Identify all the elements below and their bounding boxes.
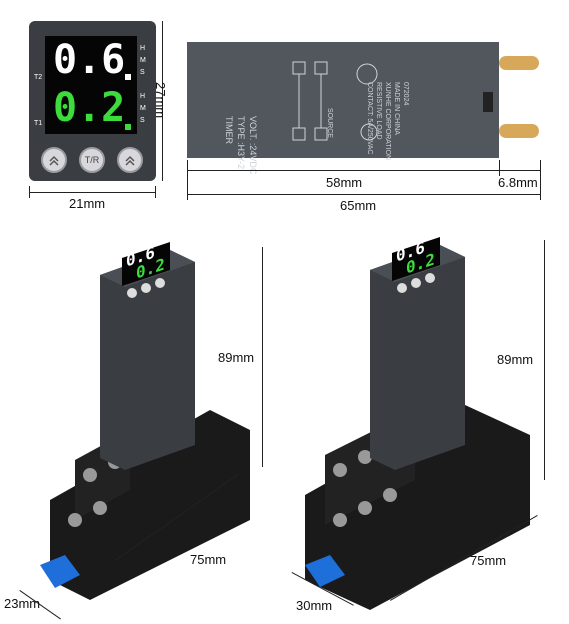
right-blue-clip bbox=[305, 555, 345, 587]
tr-button-label: T/R bbox=[84, 155, 100, 165]
front-width-tick-right bbox=[155, 186, 156, 198]
side-tick-b bbox=[499, 160, 500, 176]
right-screw-4 bbox=[333, 513, 347, 527]
front-height-label: 27mm bbox=[153, 82, 168, 119]
body-length-label: 58mm bbox=[326, 175, 363, 190]
left-btn-1 bbox=[127, 288, 137, 298]
timer-front-panel: 0.6 0.2 T2 T1 H M S H M S T/R bbox=[29, 21, 156, 181]
left-btn-3 bbox=[155, 278, 165, 288]
bottom-display-value: 0.2 bbox=[53, 85, 126, 131]
right-screw-5 bbox=[358, 501, 372, 515]
ce-mark-icon bbox=[356, 63, 378, 85]
right-width-label: 30mm bbox=[296, 598, 333, 613]
t2-label: T2 bbox=[34, 74, 43, 81]
left-length-label: 75mm bbox=[190, 552, 227, 567]
unit-s-top: S bbox=[140, 69, 145, 76]
right-length-label: 75mm bbox=[470, 553, 507, 568]
left-btn-2 bbox=[141, 283, 151, 293]
right-screw-1 bbox=[333, 463, 347, 477]
right-screw-2 bbox=[358, 450, 372, 464]
left-screw-3 bbox=[68, 513, 82, 527]
left-socket-base bbox=[50, 410, 250, 600]
pin-bottom bbox=[499, 124, 539, 138]
side-text-volt: VOLT. :24VDC bbox=[248, 116, 258, 175]
side-tick-a bbox=[187, 160, 188, 200]
certification-icon bbox=[360, 123, 378, 141]
unit-h-bottom: H bbox=[140, 93, 146, 100]
right-screw-6 bbox=[383, 488, 397, 502]
t1-label: T1 bbox=[34, 120, 43, 127]
total-length-label: 65mm bbox=[340, 198, 377, 213]
double-chevron-up-icon bbox=[49, 155, 59, 166]
right-btn-2 bbox=[411, 278, 421, 288]
left-screw-4 bbox=[93, 501, 107, 515]
right-timer-body bbox=[370, 245, 465, 470]
side-text-timer: TIMER bbox=[224, 116, 234, 144]
double-chevron-up-icon bbox=[125, 155, 135, 166]
left-timer-screen bbox=[122, 242, 170, 286]
side-tick-c bbox=[540, 160, 541, 200]
top-indicator-dot bbox=[125, 74, 131, 80]
side-text-spec1: CONTACT: 5A/250VAC bbox=[366, 82, 373, 155]
front-width-line bbox=[29, 192, 156, 193]
unit-s-bottom: S bbox=[140, 117, 145, 124]
bottom-indicator-dot bbox=[125, 124, 131, 130]
right-btn-3 bbox=[425, 273, 435, 283]
side-text-spec5: 072024 bbox=[402, 82, 409, 106]
up-button-right[interactable] bbox=[117, 147, 143, 173]
side-text-spec3: XUNHE CORPORATION bbox=[384, 82, 391, 161]
front-width-label: 21mm bbox=[69, 196, 106, 211]
pin-top bbox=[499, 56, 539, 70]
left-height-label: 89mm bbox=[218, 350, 255, 365]
front-height-line bbox=[162, 21, 163, 181]
timer-side-view: TIMER TYPE :H3Y-2 VOLT. :24VDC SOURCE CO… bbox=[187, 42, 499, 174]
side-text-spec4: MADE IN CHINA bbox=[393, 82, 400, 135]
side-text-type: TYPE :H3Y-2 bbox=[236, 116, 246, 170]
right-socket-base bbox=[305, 405, 530, 610]
left-blue-clip bbox=[40, 555, 80, 588]
left-unit-illustration bbox=[40, 242, 250, 600]
display-screen: 0.6 0.2 bbox=[45, 36, 137, 134]
unit-m-top: M bbox=[140, 57, 146, 64]
total-length-line bbox=[187, 194, 540, 195]
left-height-line bbox=[262, 247, 263, 467]
left-timer-body bbox=[100, 250, 195, 470]
right-btn-1 bbox=[397, 283, 407, 293]
tr-button[interactable]: T/R bbox=[79, 147, 105, 173]
side-latch bbox=[483, 92, 493, 112]
left-width-label: 23mm bbox=[4, 596, 41, 611]
right-height-line bbox=[544, 240, 545, 480]
body-length-line bbox=[187, 170, 499, 171]
pin-length-label: 6.8mm bbox=[498, 175, 538, 190]
pin-length-line bbox=[500, 170, 540, 171]
top-display-value: 0.6 bbox=[53, 37, 126, 83]
unit-m-bottom: M bbox=[140, 105, 146, 112]
left-screw-1 bbox=[83, 468, 97, 482]
circuit-diagram-icon bbox=[292, 61, 328, 141]
right-unit-illustration bbox=[305, 237, 530, 610]
front-width-tick-left bbox=[29, 186, 30, 198]
right-timer-screen bbox=[392, 237, 440, 281]
up-button-left[interactable] bbox=[41, 147, 67, 173]
unit-h-top: H bbox=[140, 45, 146, 52]
right-height-label: 89mm bbox=[497, 352, 534, 367]
